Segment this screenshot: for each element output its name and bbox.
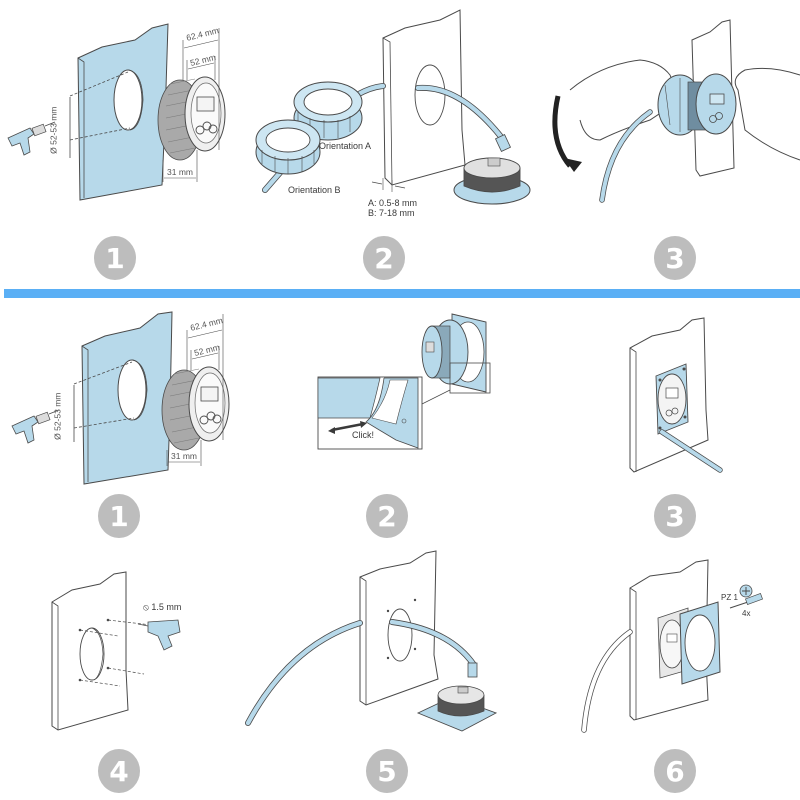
- gauge-device: [655, 363, 689, 435]
- step-badge-b6: 6: [654, 749, 696, 793]
- hole-diameter-label: Ø 52-53 mm: [48, 106, 59, 154]
- section-divider: [4, 289, 800, 298]
- drill-icon: [137, 619, 181, 651]
- panel-hole: [79, 627, 105, 681]
- cable-connector: [494, 134, 512, 152]
- route-cable-drawing: [245, 550, 498, 732]
- depth-label: 31 mm: [167, 167, 193, 177]
- section-b-step-3-illustration: [580, 300, 800, 490]
- screwdriver-icon: [729, 592, 763, 609]
- panel-hole: [387, 608, 413, 662]
- cable: [245, 620, 363, 726]
- step-badge-a3: 3: [654, 236, 696, 280]
- step-badge-a1: 1: [94, 236, 136, 280]
- step-badge-b2: 2: [366, 494, 408, 538]
- step-badge-b4: 4: [98, 749, 140, 793]
- drill-mounting-holes-drawing: [51, 571, 181, 731]
- drill-size-label: ⦸ 1.5 mm: [143, 602, 182, 612]
- panel-cutout-drawing: [11, 311, 230, 485]
- phillips-screw-icon: [739, 584, 753, 598]
- section-a-step-3-illustration: [530, 0, 800, 225]
- gauge-device: [453, 157, 531, 205]
- gauge-with-flange: [416, 685, 498, 732]
- panel-hole: [117, 359, 147, 421]
- orientation-b-label: Orientation B: [288, 185, 341, 195]
- screw-quantity-label: 4x: [742, 609, 751, 618]
- right-hand: [734, 67, 800, 161]
- flush-mounted-gauge-drawing: [629, 317, 723, 473]
- bezel-frame: [679, 601, 721, 685]
- section-b-step-4-illustration: ⦸ 1.5 mm: [30, 560, 230, 740]
- section-b-step-1-illustration: 62.4 mm 52 mm Ø 52-53 mm 31 mm: [0, 300, 260, 490]
- cable: [581, 629, 633, 733]
- hole-diameter-label: Ø 52-53 mm: [52, 392, 63, 440]
- tighten-nut-drawing: [552, 19, 800, 203]
- rotate-arrow-icon: [552, 95, 572, 168]
- click-label: Click!: [352, 430, 374, 440]
- attach-bezel-drawing: [581, 559, 763, 733]
- click-mount-drawing: [317, 313, 491, 450]
- range-b-label: B: 7-18 mm: [368, 208, 415, 218]
- nut-orientation-drawing: [255, 9, 531, 205]
- cable-connector: [467, 662, 478, 678]
- gauge-with-flange: [421, 313, 487, 393]
- step-badge-b1: 1: [98, 494, 140, 538]
- screwdriver-type-label: PZ 1: [721, 593, 738, 602]
- drill-icon: [7, 121, 56, 156]
- depth-label: 31 mm: [171, 451, 197, 461]
- panel-hole: [113, 69, 143, 131]
- section-a-step-2-illustration: Orientation A Orientation B A: 0.5-8 mm …: [230, 0, 531, 225]
- gauge-device: [157, 76, 226, 161]
- step-badge-b3: 3: [654, 494, 696, 538]
- nut-orientation-b: [255, 119, 321, 175]
- drill-icon: [11, 409, 60, 444]
- section-b-step-6-illustration: PZ 1 4x: [570, 550, 800, 740]
- section-b-step-5-illustration: [230, 545, 530, 745]
- gauge-device: [657, 73, 737, 136]
- panel-cutout-drawing: [7, 23, 226, 201]
- range-a-label: A: 0.5-8 mm: [368, 198, 418, 208]
- section-a-step-1-illustration: 62.4 mm 52 mm Ø 52-53 mm 31 mm: [0, 0, 260, 210]
- section-b-step-2-illustration: Click!: [300, 300, 530, 470]
- detail-inset: [317, 376, 423, 450]
- step-badge-b5: 5: [366, 749, 408, 793]
- orientation-a-label: Orientation A: [319, 141, 372, 151]
- step-badge-a2: 2: [363, 236, 405, 280]
- gauge-device: [161, 366, 230, 451]
